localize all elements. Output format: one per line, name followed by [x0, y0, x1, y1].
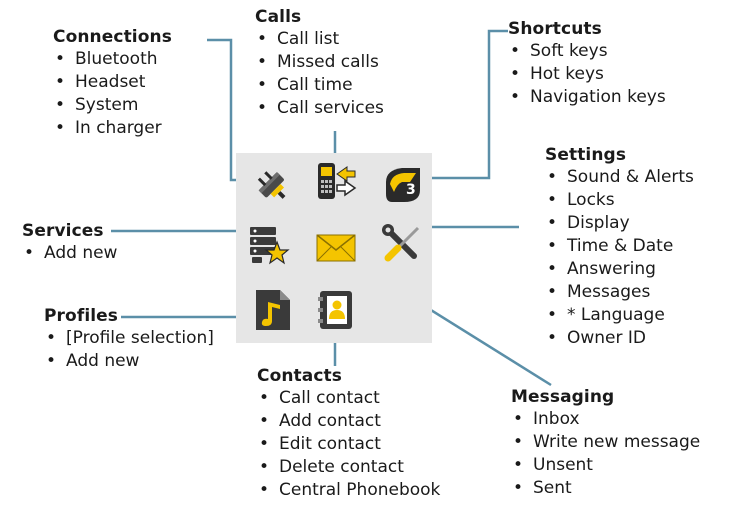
- list-item[interactable]: Owner ID: [545, 327, 694, 350]
- list-item[interactable]: Call list: [255, 28, 384, 51]
- section-settings: Settings Sound & Alerts Locks Display Ti…: [545, 145, 694, 350]
- list-item[interactable]: Unsent: [511, 454, 700, 477]
- svg-text:3: 3: [406, 182, 416, 198]
- list-item[interactable]: Add new: [44, 350, 214, 373]
- list-item[interactable]: System: [53, 94, 172, 117]
- list-item[interactable]: Answering: [545, 258, 694, 281]
- list-item[interactable]: Locks: [545, 189, 694, 212]
- list-item[interactable]: Sent: [511, 477, 700, 500]
- music-note-file-icon[interactable]: [250, 288, 294, 332]
- list-item[interactable]: Delete contact: [257, 456, 440, 479]
- connector-shortcuts: [430, 29, 508, 180]
- section-connections: Connections Bluetooth Headset System In …: [53, 27, 172, 140]
- section-title: Services: [22, 221, 104, 241]
- wrench-screwdriver-icon[interactable]: [380, 222, 424, 266]
- server-star-icon[interactable]: [246, 222, 290, 266]
- section-profiles: Profiles [Profile selection] Add new: [44, 306, 214, 373]
- list-item[interactable]: Add new: [22, 242, 117, 265]
- section-title: Profiles: [44, 306, 119, 326]
- section-title: Connections: [53, 27, 172, 47]
- section-messaging: Messaging Inbox Write new message Unsent…: [511, 387, 700, 500]
- section-calls: Calls Call list Missed calls Call time C…: [255, 7, 384, 120]
- list-item[interactable]: Inbox: [511, 408, 700, 431]
- list-item[interactable]: Hot keys: [508, 63, 666, 86]
- list-item[interactable]: Call contact: [257, 387, 440, 410]
- list-item[interactable]: Headset: [53, 71, 172, 94]
- list-item[interactable]: [Profile selection]: [44, 327, 214, 350]
- list-item[interactable]: Display: [545, 212, 694, 235]
- list-item[interactable]: Missed calls: [255, 51, 384, 74]
- phone-arrows-icon[interactable]: [314, 159, 358, 203]
- section-title: Settings: [545, 145, 627, 165]
- list-item[interactable]: * Language: [545, 304, 694, 327]
- list-item[interactable]: Call time: [255, 74, 384, 97]
- list-item[interactable]: Sound & Alerts: [545, 166, 694, 189]
- list-item[interactable]: Call services: [255, 97, 384, 120]
- list-item[interactable]: Edit contact: [257, 433, 440, 456]
- plug-icon[interactable]: [250, 162, 294, 206]
- section-title: Calls: [255, 7, 302, 27]
- list-item[interactable]: Time & Date: [545, 235, 694, 258]
- address-book-icon[interactable]: [314, 288, 358, 332]
- list-item[interactable]: In charger: [53, 117, 172, 140]
- list-item[interactable]: Messages: [545, 281, 694, 304]
- section-title: Contacts: [257, 366, 342, 386]
- list-item[interactable]: Write new message: [511, 431, 700, 454]
- list-item[interactable]: Add contact: [257, 410, 440, 433]
- section-title: Messaging: [511, 387, 615, 407]
- list-item[interactable]: Navigation keys: [508, 86, 666, 109]
- section-shortcuts: Shortcuts Soft keys Hot keys Navigation …: [508, 19, 666, 109]
- shortcut-tag-icon[interactable]: 3: [380, 162, 424, 206]
- list-item[interactable]: Bluetooth: [53, 48, 172, 71]
- section-contacts: Contacts Call contact Add contact Edit c…: [257, 366, 440, 502]
- envelope-icon[interactable]: [314, 226, 358, 270]
- section-services: Services Add new: [22, 221, 117, 265]
- list-item[interactable]: Soft keys: [508, 40, 666, 63]
- section-title: Shortcuts: [508, 19, 602, 39]
- list-item[interactable]: Central Phonebook: [257, 479, 440, 502]
